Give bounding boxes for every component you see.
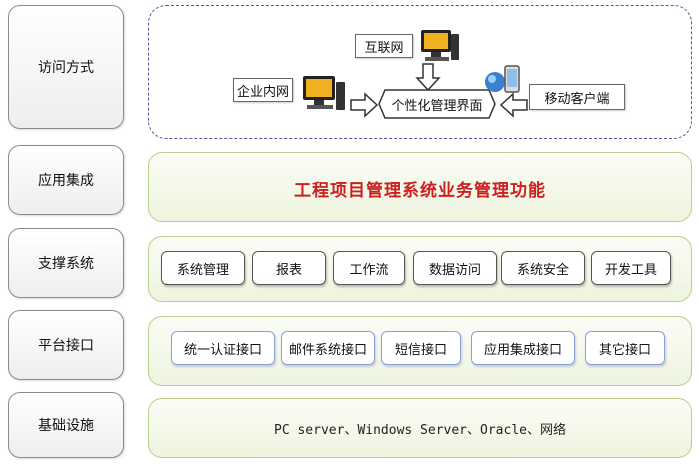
- integration-layer-box: 工程项目管理系统业务管理功能: [148, 152, 692, 222]
- right-arrow-icon: [350, 92, 379, 118]
- interface-item: 短信接口: [381, 331, 461, 365]
- interface-item: 应用集成接口: [471, 331, 575, 365]
- layer-label-integration: 应用集成: [8, 145, 124, 215]
- left-arrow-icon: [499, 92, 528, 118]
- infrastructure-text: PC server、Windows Server、Oracle、网络: [274, 423, 566, 438]
- layer-label-interface: 平台接口: [8, 310, 124, 380]
- support-item: 系统管理: [161, 251, 245, 285]
- interface-layer-box: 统一认证接口 邮件系统接口 短信接口 应用集成接口 其它接口: [148, 316, 692, 386]
- down-arrow-icon: [415, 63, 441, 92]
- interface-item: 其它接口: [585, 331, 665, 365]
- integration-title: 工程项目管理系统业务管理功能: [294, 181, 546, 201]
- internet-computer-icon: [421, 30, 459, 61]
- support-item: 工作流: [333, 251, 405, 285]
- intranet-computer-icon: [303, 76, 345, 110]
- mobile-client-label: 移动客户端: [529, 84, 625, 110]
- infrastructure-layer-box: PC server、Windows Server、Oracle、网络: [148, 398, 692, 458]
- internet-label: 互联网: [355, 34, 413, 58]
- access-layer-box: 互联网 企业内网 个性化管理界面 移动客户端: [148, 5, 692, 139]
- interface-item: 邮件系统接口: [281, 331, 375, 365]
- layer-label-access: 访问方式: [8, 5, 124, 129]
- portal-label: 个性化管理界面: [391, 98, 483, 114]
- layer-label-infrastructure: 基础设施: [8, 392, 124, 458]
- support-item: 报表: [252, 251, 326, 285]
- support-item: 系统安全: [501, 251, 585, 285]
- interface-item: 统一认证接口: [171, 331, 275, 365]
- support-item: 开发工具: [591, 251, 671, 285]
- mobile-device-icon: [485, 65, 520, 93]
- layer-label-support: 支撑系统: [8, 228, 124, 298]
- support-layer-box: 系统管理 报表 工作流 数据访问 系统安全 开发工具: [148, 236, 692, 302]
- intranet-label: 企业内网: [233, 78, 293, 102]
- support-item: 数据访问: [413, 251, 497, 285]
